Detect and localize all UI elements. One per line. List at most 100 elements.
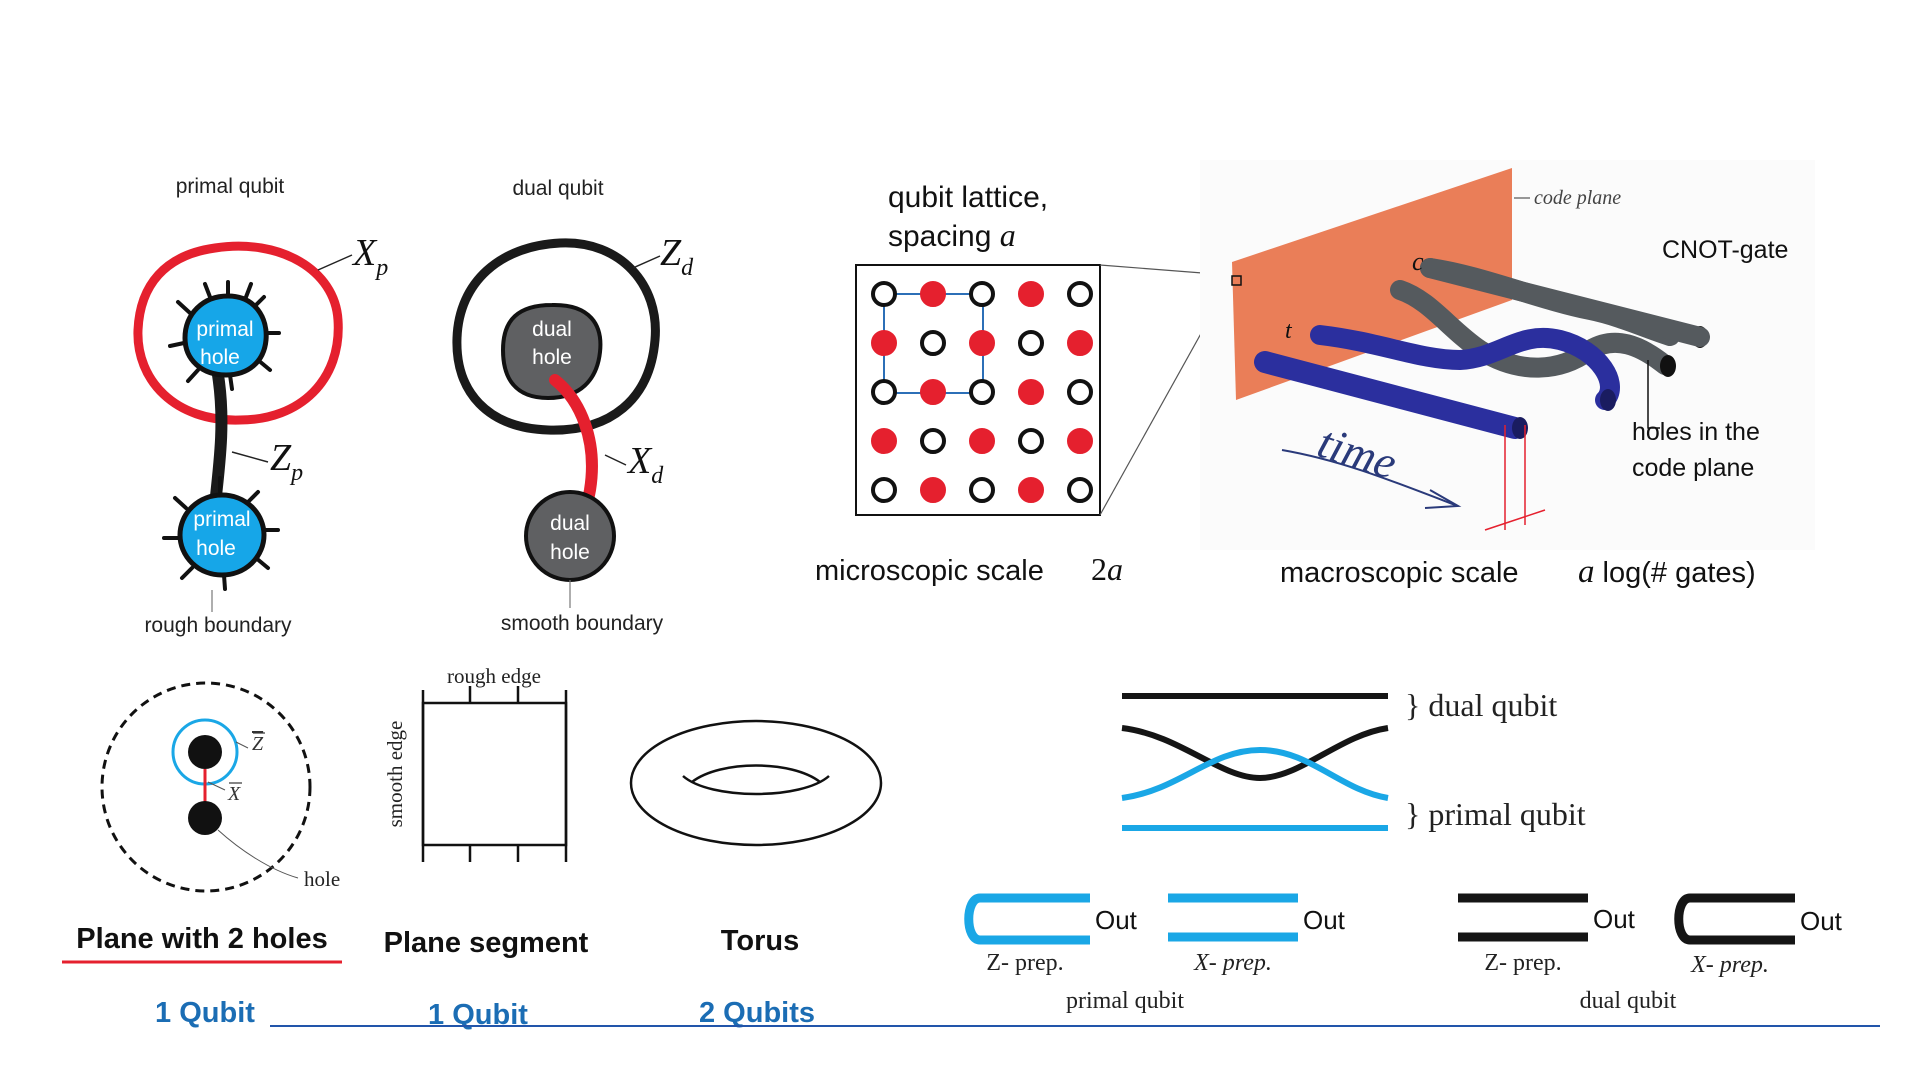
time-arrow <box>1281 449 1456 506</box>
lattice-qubit-filled <box>1018 379 1044 405</box>
primal-dual-holes-panel: primal qubit dual qubit Xp Zp primal hol… <box>133 175 694 637</box>
smooth-boundary-label: smooth boundary <box>501 612 664 635</box>
primal-hole-lower-line2: hole <box>196 537 236 560</box>
z-leader <box>235 741 249 749</box>
cnot-label: CNOT-gate <box>1662 236 1788 264</box>
rough-boundary-label: rough boundary <box>144 614 292 637</box>
hole-leader <box>217 829 299 879</box>
dual-x-prep-shape <box>1674 893 1795 945</box>
torus-title: Torus <box>721 925 799 957</box>
target-straight <box>1254 351 1526 439</box>
torus-inner-upper <box>691 764 821 783</box>
dimension-arrow <box>1484 509 1546 531</box>
primal-hole-upper: primal hole <box>168 280 281 391</box>
holes-label-line2: code plane <box>1632 454 1754 482</box>
code-plane-cell-marker <box>1231 275 1242 286</box>
primal-hole-upper-line1: primal <box>196 318 253 341</box>
lattice-qubit-hollow <box>920 330 946 356</box>
holes-leader <box>1647 360 1660 429</box>
xp-label: Xp <box>351 232 388 281</box>
holes-label-line1: holes in the <box>1632 418 1760 446</box>
dual-z-prep-label: Z- prep. <box>1484 950 1561 976</box>
lattice-qubit-hollow <box>969 477 995 503</box>
target-loop <box>1310 325 1620 410</box>
lattice-qubit-hollow <box>920 428 946 454</box>
code-plane <box>1232 168 1512 400</box>
primal-z-prep-shape <box>964 893 1090 945</box>
dual-qubit-title: dual qubit <box>512 177 603 200</box>
lattice-qubit-filled <box>969 428 995 454</box>
lattice-qubit-hollow <box>969 379 995 405</box>
lattice-qubit-filled <box>969 330 995 356</box>
lattice-qubit-filled <box>1018 477 1044 503</box>
lattice-qubit-hollow <box>1018 330 1044 356</box>
zp-leader <box>231 451 269 463</box>
lattice-qubit-filled <box>871 330 897 356</box>
dual-x-prep-label: X- prep. <box>1690 952 1769 978</box>
micro-scale-value: 2a <box>1091 551 1123 587</box>
plane-boundary <box>100 681 312 893</box>
braid-panel: } dual qubit } primal qubit Out Z- prep.… <box>964 687 1843 1014</box>
primal-hole-upper-line2: hole <box>200 346 240 369</box>
xp-loop <box>133 241 343 425</box>
lattice-qubit-filled <box>920 477 946 503</box>
dual-line-braided <box>1121 725 1389 782</box>
time-arrowhead <box>1424 489 1462 509</box>
lattice-qubit-filled <box>1018 281 1044 307</box>
primal-line-braided <box>1121 746 1389 801</box>
lattice-title-line2: spacing a <box>888 217 1016 253</box>
micro-scale-label: microscopic scale <box>815 555 1044 587</box>
target-label: t <box>1285 318 1293 344</box>
lattice-qubit-hollow <box>871 281 897 307</box>
plane-holes-title: Plane with 2 holes <box>76 923 327 955</box>
dual-hole-lower <box>524 490 616 582</box>
dual-caption: dual qubit <box>1580 988 1677 1014</box>
zd-loop <box>452 238 660 435</box>
lattice-qubit-hollow <box>1067 477 1093 503</box>
x-leader <box>207 781 226 791</box>
torus-outer <box>629 719 883 847</box>
hole-label: hole <box>304 867 340 891</box>
dual-hole-upper <box>500 302 603 401</box>
zp-label: Zp <box>270 437 303 486</box>
torus-inner-lower <box>682 775 830 796</box>
lattice-qubit-hollow <box>1018 428 1044 454</box>
lattice-qubit-hollow <box>1067 379 1093 405</box>
qubits-torus: 2 Qubits <box>699 997 815 1029</box>
lattice-qubit-hollow <box>871 379 897 405</box>
zd-label: Zd <box>660 232 694 281</box>
xd-label: Xd <box>626 440 664 489</box>
target-end <box>1512 417 1528 439</box>
primal-hole-lower-line1: primal <box>193 508 250 531</box>
dual-x-prep-out: Out <box>1800 906 1843 936</box>
lattice-qubit-hollow <box>969 281 995 307</box>
dual-z-prep-out: Out <box>1593 904 1636 934</box>
braid-dual-label: } dual qubit <box>1405 687 1557 723</box>
zd-leader <box>632 255 661 269</box>
lattice-dots <box>871 281 1093 503</box>
macro-scale-value: a log(# gates) <box>1578 554 1756 590</box>
control-label: c <box>1412 247 1424 276</box>
dual-hole-lower-line2: hole <box>550 541 590 564</box>
xd-leader <box>604 454 627 466</box>
surfaces-panel: Z X hole rough edge smooth edge Plane wi… <box>62 664 883 1031</box>
dual-hole-lower-line1: dual <box>550 512 590 535</box>
primal-z-prep-label: Z- prep. <box>986 950 1063 976</box>
hole-lower <box>188 801 222 835</box>
primal-qubit-title: primal qubit <box>176 175 285 198</box>
lattice-qubit-filled <box>920 379 946 405</box>
lattice-title-line1: qubit lattice, <box>888 181 1048 214</box>
dual-hole-upper-line2: hole <box>532 346 572 369</box>
xp-leader <box>317 254 353 271</box>
smooth-edge-label: smooth edge <box>383 721 407 828</box>
lattice-qubit-hollow <box>871 477 897 503</box>
lattice-qubit-filled <box>871 428 897 454</box>
plane-segment-square <box>421 701 568 847</box>
lattice-qubit-filled <box>1067 428 1093 454</box>
rough-edge-label: rough edge <box>447 664 541 688</box>
lattice-qubit-filled <box>920 281 946 307</box>
primal-x-prep-out: Out <box>1303 905 1346 935</box>
primal-x-prep-label: X- prep. <box>1193 950 1272 976</box>
z-bar-label: Z <box>252 733 264 755</box>
